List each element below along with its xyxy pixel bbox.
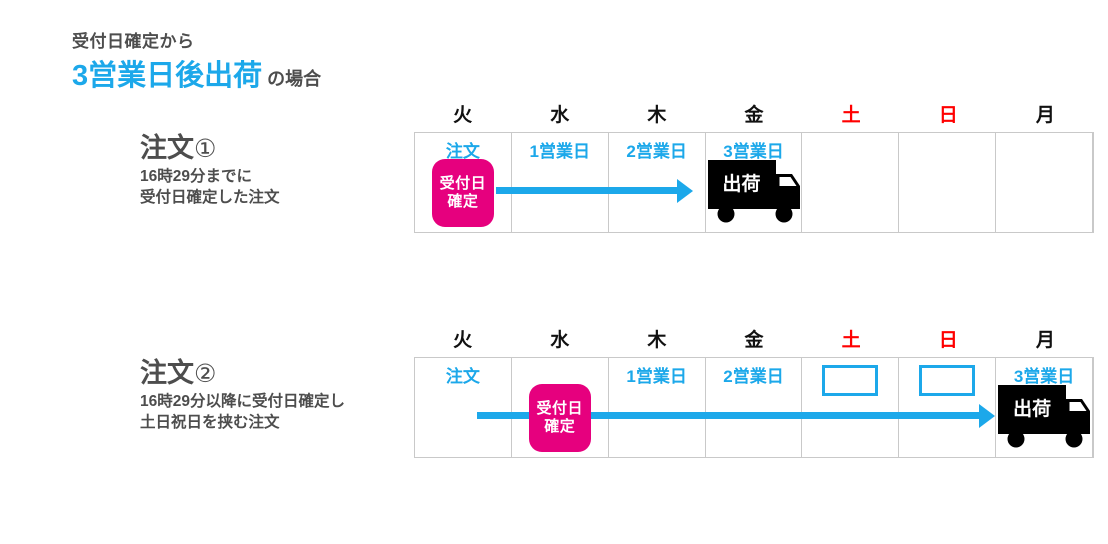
day-header-wed-2: 水 bbox=[550, 330, 570, 351]
calendar-cell-wed-2: 受付日 確定 bbox=[512, 358, 609, 457]
calendar-cell-tue-1: 注文 受付日 確定 bbox=[415, 133, 512, 232]
cell-label-bizday1-1: 1営業日 bbox=[529, 142, 591, 161]
day-header-thu-2: 木 bbox=[647, 330, 667, 351]
order-label-2: 注文② 16時29分以降に受付日確定し 土日祝日を挟む注文 bbox=[140, 359, 410, 434]
header-subtitle: 受付日確定から bbox=[72, 32, 195, 51]
day-header-tue-2: 火 bbox=[453, 330, 473, 351]
calendar-header-row-1: 火 水 木 金 土 日 月 bbox=[414, 100, 1094, 132]
shipping-truck-icon-2: 出荷 bbox=[998, 382, 1091, 448]
calendar-cell-fri-2: 2営業日 bbox=[706, 358, 803, 457]
order-desc-line2-1: 受付日確定した注文 bbox=[140, 189, 280, 207]
order-title-mark-2: ② bbox=[194, 360, 217, 388]
header-title: 3営業日後出荷の場合 bbox=[72, 60, 492, 93]
order-title-text-2: 注文 bbox=[140, 358, 194, 388]
calendar-cell-wed-1: 1営業日 bbox=[512, 133, 609, 232]
day-header-sun: 日 bbox=[938, 105, 958, 126]
calendar-body-2: 注文 受付日 確定 1営業日 2営業日 bbox=[414, 357, 1094, 458]
calendar-1: 火 水 木 金 土 日 月 注文 受付日 確定 1営業日 2営業日 bbox=[414, 100, 1094, 233]
order-title-text-1: 注文 bbox=[140, 133, 194, 163]
order-title-2: 注文② bbox=[140, 359, 410, 387]
calendar-cell-fri-1: 3営業日 出荷 bbox=[706, 133, 803, 232]
calendar-cell-thu-1: 2営業日 bbox=[609, 133, 706, 232]
shipping-label-2: 出荷 bbox=[1013, 399, 1052, 420]
day-header-mon-2: 月 bbox=[1035, 330, 1055, 351]
day-header-sat: 土 bbox=[841, 105, 861, 126]
calendar-2: 火 水 木 金 土 日 月 注文 受付日 確定 1営業日 bbox=[414, 325, 1094, 458]
holiday-box-sun bbox=[919, 365, 976, 396]
flow-arrow-2 bbox=[477, 412, 980, 419]
cell-label-order: 注文 bbox=[445, 142, 480, 161]
calendar-cell-mon-2: 3営業日 出荷 bbox=[996, 358, 1094, 457]
day-header-tue: 火 bbox=[453, 105, 473, 126]
order-desc-line1-2: 16時29分以降に受付日確定し bbox=[140, 393, 345, 411]
cell-label-order-2: 注文 bbox=[445, 367, 480, 386]
cell-label-bizday2-2: 2営業日 bbox=[723, 367, 784, 386]
day-header-thu: 木 bbox=[647, 105, 667, 126]
cell-label-bizday1-2: 1営業日 bbox=[626, 367, 687, 386]
calendar-cell-thu-2: 1営業日 bbox=[609, 358, 706, 457]
day-header-wed: 水 bbox=[550, 105, 570, 126]
calendar-cell-sun-2 bbox=[899, 358, 997, 457]
calendar-header-row-2: 火 水 木 金 土 日 月 bbox=[414, 325, 1094, 357]
confirm-badge-line2-2: 確定 bbox=[544, 418, 576, 435]
page-header: 受付日確定から 3営業日後出荷の場合 bbox=[72, 32, 492, 93]
order-desc-line1-1: 16時29分までに bbox=[140, 168, 252, 186]
calendar-body-1: 注文 受付日 確定 1営業日 2営業日 3営業日 bbox=[414, 132, 1094, 233]
confirm-badge-line1-1: 受付日 bbox=[439, 174, 487, 192]
confirm-badge-2: 受付日 確定 bbox=[528, 384, 591, 452]
calendar-cell-sun-1 bbox=[899, 133, 997, 232]
order-desc-2: 16時29分以降に受付日確定し 土日祝日を挟む注文 bbox=[140, 392, 410, 434]
confirm-badge-line2-1: 確定 bbox=[447, 193, 479, 210]
header-title-highlight: 3営業日後出荷 bbox=[72, 60, 263, 93]
confirm-badge-1: 受付日 確定 bbox=[431, 159, 494, 227]
cell-label-bizday3-2: 3営業日 bbox=[1013, 367, 1075, 386]
cell-label-bizday2-1: 2営業日 bbox=[626, 142, 687, 161]
day-header-sat-2: 土 bbox=[841, 330, 861, 351]
confirm-badge-line1-2: 受付日 bbox=[536, 399, 584, 417]
calendar-cell-tue-2: 注文 bbox=[415, 358, 512, 457]
order-label-1: 注文① 16時29分までに 受付日確定した注文 bbox=[140, 134, 410, 209]
day-header-fri: 金 bbox=[744, 105, 764, 126]
flow-arrow-1 bbox=[496, 187, 678, 194]
order-desc-1: 16時29分までに 受付日確定した注文 bbox=[140, 167, 410, 209]
day-header-sun-2: 日 bbox=[938, 330, 958, 351]
calendar-cell-sat-2 bbox=[802, 358, 900, 457]
day-header-mon: 月 bbox=[1035, 105, 1055, 126]
day-header-fri-2: 金 bbox=[744, 330, 764, 351]
shipping-truck-icon-1: 出荷 bbox=[707, 157, 800, 223]
order-desc-line2-2: 土日祝日を挟む注文 bbox=[140, 414, 280, 432]
holiday-box-sat bbox=[822, 365, 879, 396]
calendar-cell-mon-1 bbox=[996, 133, 1094, 232]
cell-label-bizday3-1: 3営業日 bbox=[723, 142, 784, 161]
calendar-cell-sat-1 bbox=[802, 133, 900, 232]
shipping-label-1: 出荷 bbox=[722, 174, 761, 195]
header-title-suffix: の場合 bbox=[267, 69, 322, 90]
order-title-1: 注文① bbox=[140, 134, 410, 162]
order-title-mark-1: ① bbox=[194, 135, 217, 163]
